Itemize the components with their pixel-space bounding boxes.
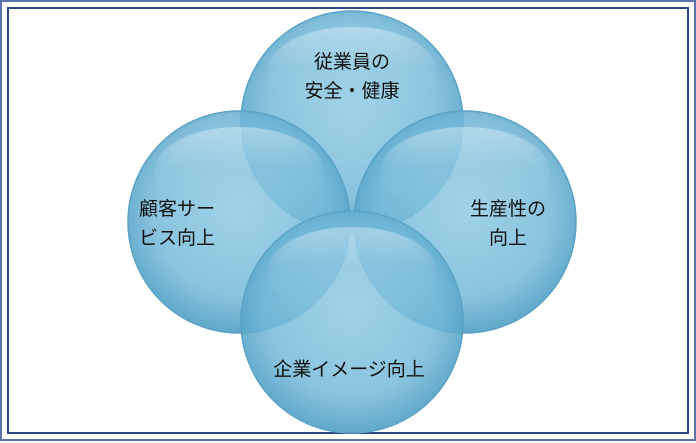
circle-bottom <box>240 210 464 434</box>
label-left-line-2: ビス向上 <box>138 227 216 249</box>
label-left-line-1: 顧客サー <box>138 198 216 220</box>
label-right-line-1: 生産性の <box>469 198 547 220</box>
label-right-circle: 生産性の 向上 <box>470 195 546 253</box>
label-top-line-1: 従業員の <box>313 51 391 73</box>
label-left-circle: 顧客サー ビス向上 <box>139 195 215 253</box>
label-top-line-2: 安全・健康 <box>304 80 400 102</box>
label-top-circle: 従業員の 安全・健康 <box>304 48 399 106</box>
label-bottom-line-1: 企業イメージ向上 <box>273 358 425 381</box>
label-right-line-2: 向上 <box>488 227 528 249</box>
label-bottom-circle: 企業イメージ向上 <box>273 356 425 385</box>
